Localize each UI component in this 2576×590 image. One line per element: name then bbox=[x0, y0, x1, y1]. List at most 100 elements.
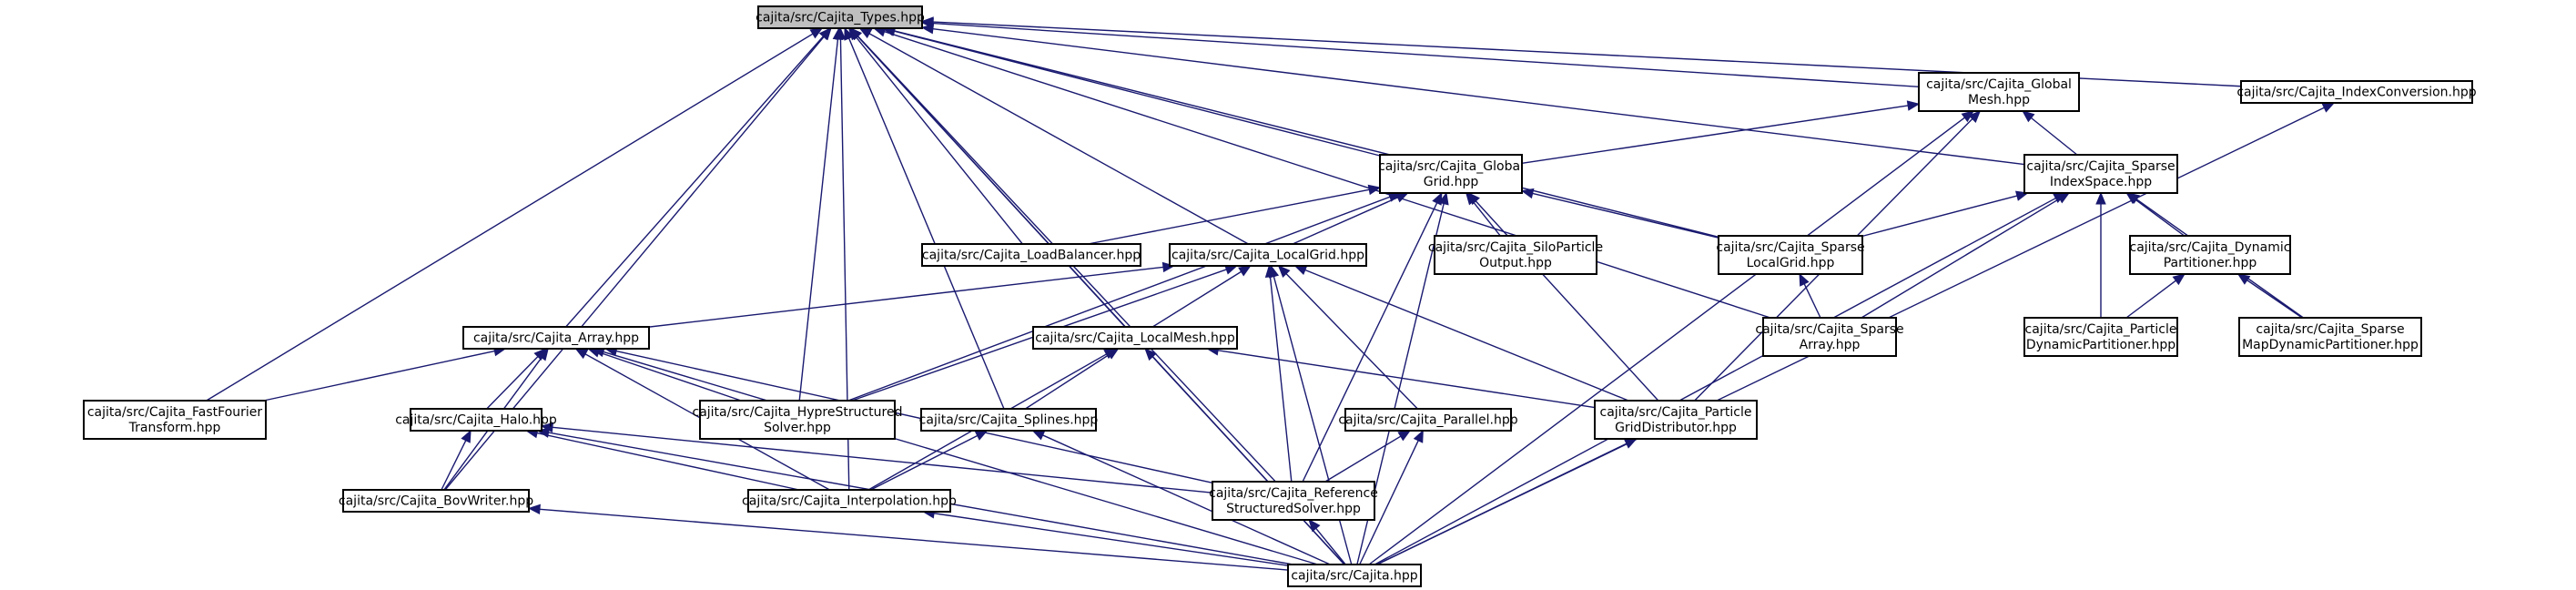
node-box[interactable] bbox=[757, 5, 923, 29]
arrowhead-icon bbox=[1413, 429, 1424, 443]
node-bov[interactable]: cajita/src/Cajita_BovWriter.hpp bbox=[339, 489, 533, 513]
arrowhead-icon bbox=[1520, 188, 1535, 199]
edge-line bbox=[1088, 188, 1370, 245]
node-box[interactable] bbox=[1918, 72, 2080, 112]
node-box[interactable] bbox=[342, 489, 530, 513]
node-halo[interactable]: cajita/src/Cajita_Halo.hpp bbox=[395, 408, 557, 432]
arrowhead-icon bbox=[1438, 191, 1449, 206]
edge-line bbox=[2125, 280, 2176, 319]
edge-line bbox=[648, 266, 1164, 328]
arrowhead-icon bbox=[849, 27, 862, 41]
node-box[interactable] bbox=[83, 400, 267, 440]
node-box[interactable] bbox=[2240, 80, 2473, 104]
node-label: cajita/src/Cajita_BovWriter.hpp bbox=[339, 494, 533, 509]
node-hypre[interactable]: cajita/src/Cajita_HypreStructuredSolver.… bbox=[693, 400, 903, 440]
node-box[interactable] bbox=[1594, 400, 1758, 440]
edge-parallel-to-localgrid bbox=[1277, 265, 1418, 410]
node-refsolver[interactable]: cajita/src/Cajita_ReferenceStructuredSol… bbox=[1209, 481, 1378, 521]
node-box[interactable] bbox=[699, 400, 896, 440]
node-box[interactable] bbox=[747, 489, 951, 513]
node-indexconv[interactable]: cajita/src/Cajita_IndexConversion.hpp bbox=[2236, 80, 2477, 104]
node-localgrid[interactable]: cajita/src/Cajita_LocalGrid.hpp bbox=[1169, 243, 1367, 267]
edge-line bbox=[855, 36, 1023, 245]
edge-line bbox=[1151, 270, 1242, 328]
edge-line bbox=[1025, 353, 1110, 410]
arrowhead-icon bbox=[1968, 110, 1982, 123]
node-interp[interactable]: cajita/src/Cajita_Interpolation.hpp bbox=[742, 489, 957, 513]
node-box[interactable] bbox=[462, 326, 650, 350]
edge-line bbox=[848, 37, 1005, 410]
node-box[interactable] bbox=[2023, 317, 2178, 357]
node-box[interactable] bbox=[921, 243, 1141, 267]
edge-line bbox=[1475, 200, 1659, 402]
node-label: cajita/src/Cajita_Dynamic bbox=[2130, 240, 2291, 255]
node-label: Solver.hpp bbox=[764, 421, 831, 435]
node-box[interactable] bbox=[1212, 481, 1375, 521]
node-types[interactable]: cajita/src/Cajita_Types.hpp bbox=[756, 5, 925, 29]
node-label: Mesh.hpp bbox=[1968, 93, 2030, 107]
node-splines[interactable]: cajita/src/Cajita_Splines.hpp bbox=[919, 408, 1099, 432]
edge-hypre-to-globalgrid bbox=[847, 192, 1402, 402]
node-box[interactable] bbox=[410, 408, 543, 432]
node-dynpart[interactable]: cajita/src/Cajita_DynamicPartitioner.hpp bbox=[2129, 235, 2291, 275]
node-box[interactable] bbox=[2023, 154, 2178, 194]
node-label: IndexSpace.hpp bbox=[2050, 175, 2152, 189]
arrowhead-icon bbox=[1031, 430, 1046, 441]
node-box[interactable] bbox=[1718, 235, 1863, 275]
node-box[interactable] bbox=[1032, 326, 1238, 350]
arrowhead-icon bbox=[920, 24, 935, 35]
edge-sparsearr-to-types bbox=[872, 26, 1771, 319]
edge-line bbox=[441, 440, 467, 491]
node-box[interactable] bbox=[2238, 317, 2422, 357]
edge-line bbox=[536, 432, 799, 491]
node-loadbal[interactable]: cajita/src/Cajita_LoadBalancer.hpp bbox=[921, 243, 1141, 267]
edge-partdyn-to-dynpart bbox=[2125, 273, 2186, 319]
edge-line bbox=[2135, 198, 2186, 237]
node-sparsemap[interactable]: cajita/src/Cajita_SparseMapDynamicPartit… bbox=[2238, 317, 2422, 357]
edge-line bbox=[870, 434, 979, 491]
node-box[interactable] bbox=[1762, 317, 1897, 357]
edge-line bbox=[933, 513, 1289, 566]
edge-sparseidx-to-globalmesh bbox=[2022, 110, 2078, 156]
node-array[interactable]: cajita/src/Cajita_Array.hpp bbox=[462, 326, 650, 350]
node-box[interactable] bbox=[1287, 564, 1422, 587]
arrowhead-icon bbox=[2022, 110, 2035, 123]
node-box[interactable] bbox=[1169, 243, 1367, 267]
node-box[interactable] bbox=[1379, 154, 1523, 194]
edge-line bbox=[565, 36, 824, 328]
node-box[interactable] bbox=[1434, 235, 1597, 275]
edge-halo-to-array bbox=[486, 348, 547, 410]
node-pgd[interactable]: cajita/src/Cajita_ParticleGridDistributo… bbox=[1594, 400, 1758, 440]
edge-pgd-to-globalgrid bbox=[1467, 192, 1659, 402]
edge-localmesh-to-localgrid bbox=[1151, 265, 1252, 328]
node-cajita[interactable]: cajita/src/Cajita.hpp bbox=[1287, 564, 1422, 587]
node-label: cajita/src/Cajita_SiloParticle bbox=[1428, 240, 1603, 255]
edge-partdyn-to-sparseidx bbox=[2095, 191, 2106, 318]
node-box[interactable] bbox=[1344, 408, 1512, 432]
edge-line bbox=[1315, 527, 1346, 565]
edge-loadbal-to-globalgrid bbox=[1088, 184, 1382, 245]
edge-line bbox=[598, 351, 742, 402]
arrowhead-icon bbox=[2321, 102, 2336, 113]
node-box[interactable] bbox=[2129, 235, 2291, 275]
node-parallel[interactable]: cajita/src/Cajita_Parallel.hpp bbox=[1338, 408, 1518, 432]
edge-line bbox=[1368, 117, 1965, 565]
node-fft[interactable]: cajita/src/Cajita_FastFourierTransform.h… bbox=[83, 400, 267, 440]
node-partdyn[interactable]: cajita/src/Cajita_ParticleDynamicPartiti… bbox=[2023, 317, 2178, 357]
edge-line bbox=[1521, 105, 1909, 165]
arrowhead-icon bbox=[2126, 192, 2141, 204]
edge-line bbox=[884, 31, 1771, 319]
edge-line bbox=[798, 38, 839, 402]
node-label: Partitioner.hpp bbox=[2164, 256, 2257, 270]
node-localmesh[interactable]: cajita/src/Cajita_LocalMesh.hpp bbox=[1032, 326, 1238, 350]
edge-line bbox=[1324, 435, 1402, 483]
node-box[interactable] bbox=[920, 408, 1097, 432]
node-label: cajita/src/Cajita_LoadBalancer.hpp bbox=[922, 249, 1141, 263]
edge-globalgrid-to-globalmesh bbox=[1521, 100, 1921, 165]
